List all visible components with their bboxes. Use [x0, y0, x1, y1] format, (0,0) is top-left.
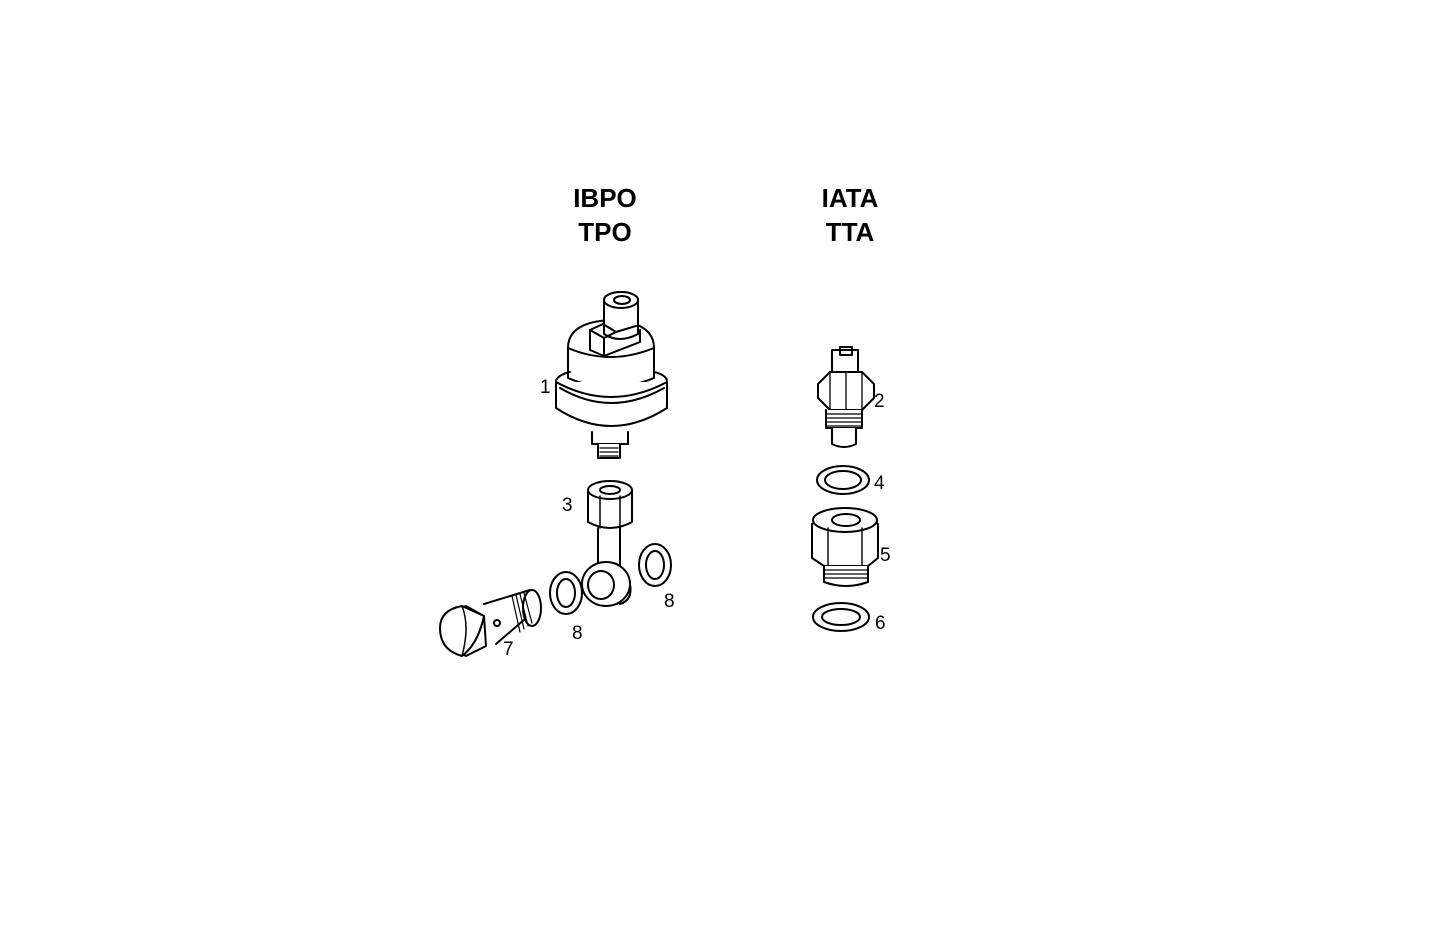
part-6-washer [813, 603, 869, 631]
part-8-washer-a [550, 572, 582, 614]
callout-7: 7 [503, 639, 514, 660]
callout-8-b: 8 [664, 591, 675, 612]
callout-2: 2 [874, 391, 885, 412]
heading-left-line1: IBPO [573, 183, 637, 213]
part-5-adapter-nut [812, 508, 878, 586]
heading-right-line1: IATA [821, 183, 879, 213]
heading-right: IATA TTA [770, 181, 930, 249]
part-1-pressure-switch [556, 292, 667, 458]
callout-3: 3 [562, 495, 573, 516]
callout-4: 4 [874, 473, 885, 494]
part-7-banjo-bolt [440, 590, 541, 656]
callout-1: 1 [540, 377, 551, 398]
part-8-washer-b [639, 544, 671, 586]
part-2-temperature-sender [818, 347, 874, 447]
part-4-washer [817, 466, 869, 494]
part-3-banjo-fitting [582, 481, 632, 606]
heading-right-line2: TTA [825, 217, 875, 247]
callout-5: 5 [880, 545, 891, 566]
callout-8-a: 8 [572, 623, 583, 644]
heading-left-line2: TPO [578, 217, 632, 247]
callout-6: 6 [875, 613, 886, 634]
heading-left: IBPO TPO [525, 181, 685, 249]
